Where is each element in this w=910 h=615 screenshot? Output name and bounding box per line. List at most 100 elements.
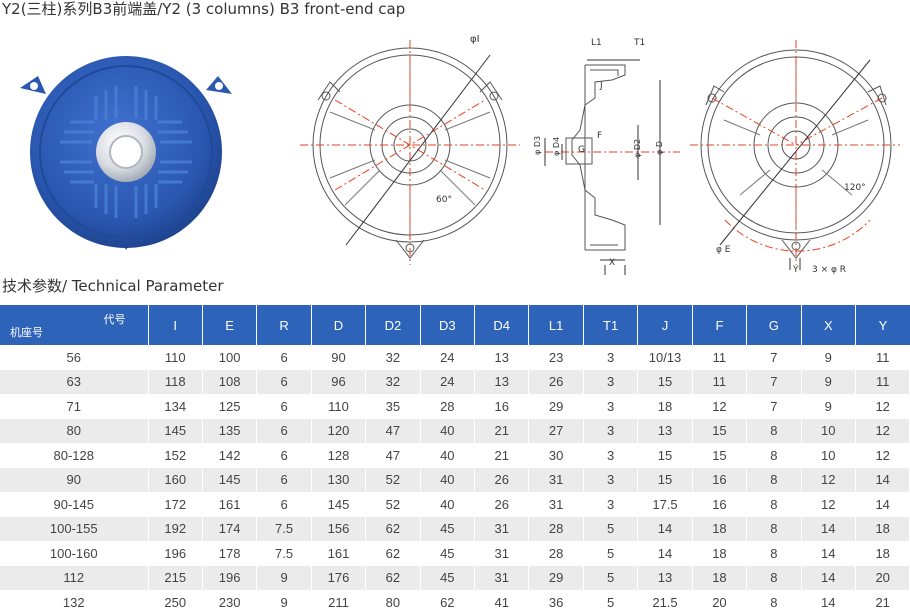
front-view-drawing [300,40,520,265]
table-cell: 125 [202,394,258,419]
table-cell: 6 [256,345,312,370]
table-cell: 7 [746,369,802,394]
table-cell: 7.5 [256,541,312,566]
table-cell: 11 [855,369,910,394]
table-cell: 40 [420,492,476,517]
table-cell: 52 [365,467,421,492]
back-view-drawing [690,40,900,270]
table-cell: 17.5 [637,492,693,517]
table-cell: 21 [855,590,910,615]
table-cell: 32 [365,345,421,370]
table-cell: 14 [855,467,910,492]
label-l1: L1 [591,38,602,48]
table-cell: 6 [256,443,312,468]
table-cell: 15 [637,467,693,492]
table-cell: 10/13 [637,345,693,370]
table-cell: 10 [801,443,856,468]
table-cell: 3 [583,492,639,517]
table-cell: 11 [855,345,910,370]
table-cell: 80 [365,590,421,615]
table-cell: 24 [420,345,476,370]
label-phi-e: φ E [716,245,731,255]
table-cell: 6 [256,394,312,419]
table-cell: 20 [692,590,748,615]
table-cell: 45 [420,541,476,566]
table-cell: 14 [637,516,693,541]
label-y: Y [792,265,799,275]
table-cell: 28 [420,394,476,419]
table-cell: 29 [528,394,584,419]
table-cell: 8 [746,516,802,541]
label-j: J [599,81,603,91]
table-cell: 108 [202,369,258,394]
table-cell: 120 [311,418,367,443]
frame-number-cell: 100-160 [0,541,149,566]
table-cell: 142 [202,443,258,468]
table-cell: 192 [148,516,203,541]
label-d3: φ D3 [533,136,542,155]
table-cell: 12 [855,418,910,443]
column-header: D2 [365,305,421,345]
table-cell: 40 [420,467,476,492]
figures-area: φI 60° L1 T1 J F G φ D3 φ D4 φ D2 [0,20,910,285]
table-cell: 15 [692,443,748,468]
table-cell: 31 [528,467,584,492]
table-cell: 28 [528,541,584,566]
table-cell: 96 [311,369,367,394]
table-cell: 9 [256,565,312,590]
column-header: R [256,305,312,345]
table-cell: 5 [583,541,639,566]
frame-number-cell: 80 [0,418,149,443]
table-cell: 16 [692,492,748,517]
column-header: I [148,305,203,345]
frame-number-cell: 71 [0,394,149,419]
corner-header: 代号 机座号 [0,305,149,345]
frame-number-cell: 90-145 [0,492,149,517]
table-cell: 196 [202,565,258,590]
table-cell: 135 [202,418,258,443]
table-cell: 250 [148,590,203,615]
table-cell: 45 [420,565,476,590]
table-cell: 31 [474,541,530,566]
table-cell: 8 [746,418,802,443]
table-cell: 28 [528,516,584,541]
column-header: T1 [583,305,639,345]
label-x: X [609,258,615,268]
table-cell: 40 [420,418,476,443]
table-cell: 31 [528,492,584,517]
table-cell: 12 [855,443,910,468]
table-cell: 161 [202,492,258,517]
corner-header-frame: 机座号 [10,327,43,339]
table-cell: 8 [746,443,802,468]
table-cell: 14 [801,541,856,566]
table-cell: 23 [528,345,584,370]
table-cell: 156 [311,516,367,541]
column-header: X [801,305,856,345]
table-cell: 15 [637,443,693,468]
frame-number-cell: 80-128 [0,443,149,468]
table-cell: 41 [474,590,530,615]
label-120-deg: 120° [844,183,866,193]
section-view-drawing [544,59,680,285]
table-cell: 35 [365,394,421,419]
table-cell: 178 [202,541,258,566]
column-header: Y [855,305,910,345]
table-cell: 62 [365,565,421,590]
table-cell: 5 [583,516,639,541]
label-d: φ D [655,141,664,155]
table-cell: 26 [474,492,530,517]
table-cell: 9 [801,369,856,394]
label-d2: φ D2 [633,139,642,158]
table-cell: 12 [692,394,748,419]
page-title: Y2(三柱)系列B3前端盖/Y2 (3 columns) B3 front-en… [2,0,406,18]
table-cell: 134 [148,394,203,419]
table-cell: 3 [583,345,639,370]
label-t1: T1 [633,38,645,48]
